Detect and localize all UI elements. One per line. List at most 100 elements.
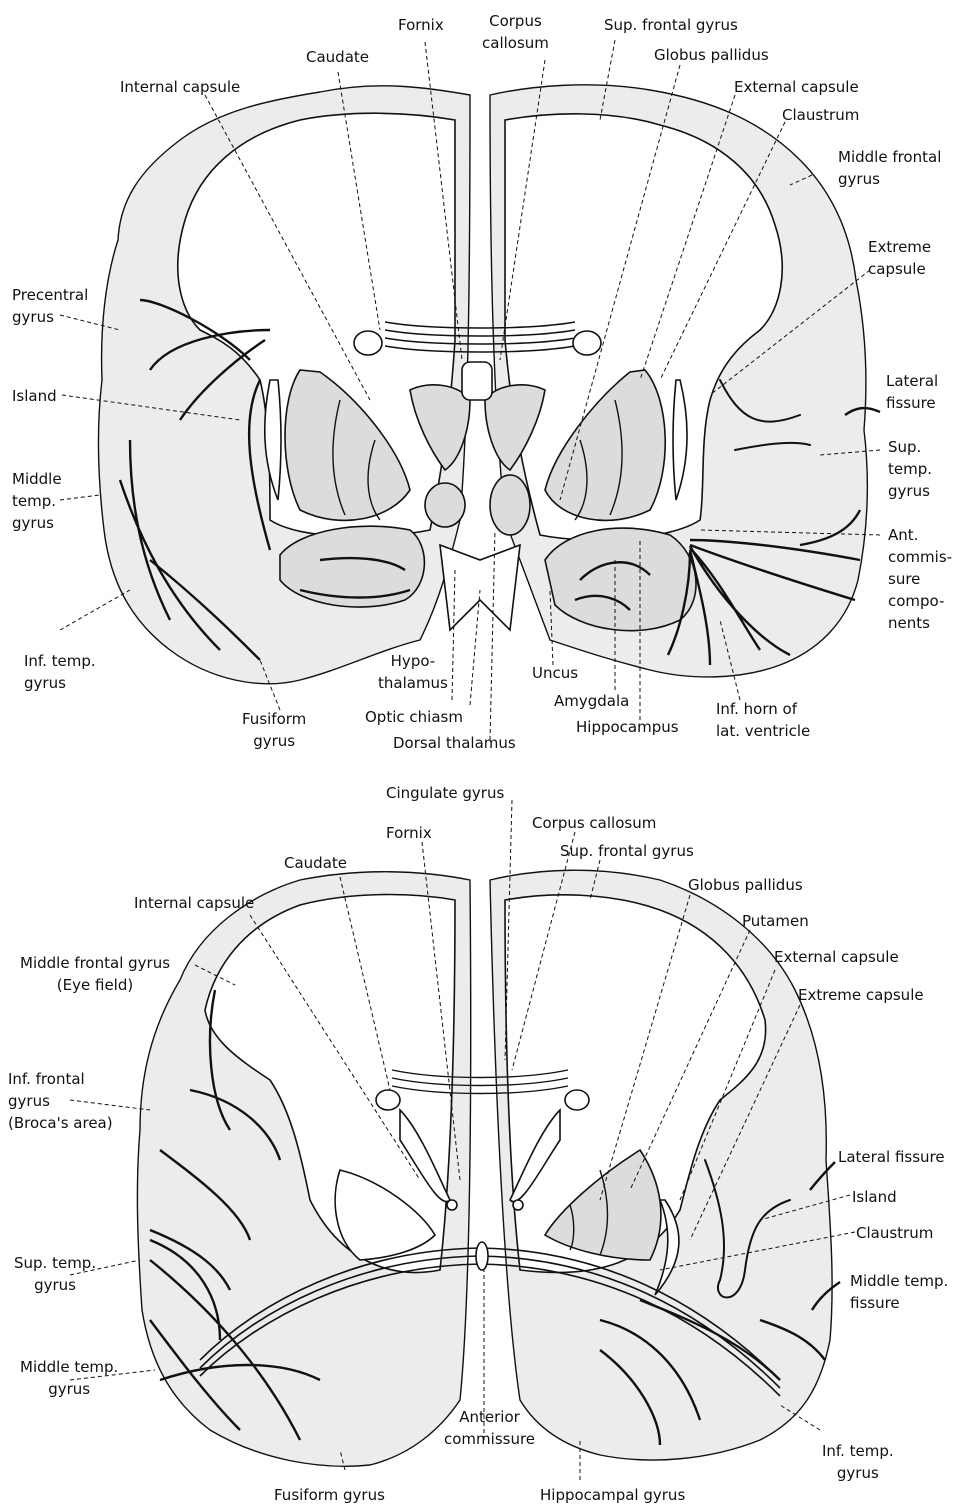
bottom-label-extreme-capsule: Extreme capsule [798,984,924,1006]
top-left-caudate [354,331,382,355]
bottom-label-middle-temp-gyrus: Middle temp. gyrus [20,1356,118,1400]
bottom-label-ac-line1: Anterior [444,1406,535,1428]
top-label-infhorn-line1: Inf. horn of [716,698,810,720]
top-right-thalamus [490,475,530,535]
top-label-inf-temp-gyrus: Inf. temp. gyrus [24,650,96,694]
bottom-label-inf-frontal-gyrus: Inf. frontal gyrus (Broca's area) [8,1068,113,1134]
bottom-label-hippocampal-gyrus: Hippocampal gyrus [540,1484,685,1506]
top-label-internal-capsule: Internal capsule [120,76,240,98]
bottom-label-sup-frontal-gyrus: Sup. frontal gyrus [560,840,694,862]
top-right-caudate [573,331,601,355]
top-label-caudate: Caudate [306,46,369,68]
top-label-suptemp-line1: Sup. [888,436,932,458]
top-label-midtemp-line2: temp. [12,490,62,512]
bottom-label-suptemp-line1: Sup. temp. [14,1252,96,1274]
top-label-extreme-line1: Extreme [868,236,931,258]
bottom-label-mfg-line1: Middle frontal gyrus [20,952,170,974]
top-hypothalamus [440,545,520,630]
top-label-island: Island [12,385,57,407]
bottom-label-ifg-line1: Inf. frontal [8,1068,113,1090]
top-label-hypo-line1: Hypo- [378,650,448,672]
top-label-antcom-line4: compo- [888,590,952,612]
top-label-dorsal-thalamus: Dorsal thalamus [393,732,516,754]
top-label-suptemp-line2: temp. [888,458,932,480]
top-label-antcom-line1: Ant. [888,524,952,546]
top-label-antcom-line2: commis- [888,546,952,568]
top-label-extreme-capsule: Extreme capsule [868,236,931,280]
top-left-temporal-lobe [280,526,424,607]
top-label-inftemp-line1: Inf. temp. [24,650,96,672]
top-label-lateral-fissure: Lateral fissure [886,370,938,414]
bottom-label-internal-capsule: Internal capsule [134,892,254,914]
top-label-midtemp-line3: gyrus [12,512,62,534]
top-label-external-capsule: External capsule [734,76,859,98]
bottom-label-mtf-line1: Middle temp. [850,1270,948,1292]
top-label-middle-frontal-gyrus: Middle frontal gyrus [838,146,941,190]
top-label-sup-frontal-gyrus: Sup. frontal gyrus [604,14,738,36]
bottom-label-middle-frontal-gyrus: Middle frontal gyrus (Eye field) [20,952,170,996]
top-label-midtemp-line1: Middle [12,468,62,490]
bottom-label-putamen: Putamen [742,910,809,932]
bottom-label-mtf-line2: fissure [850,1292,948,1314]
bottom-label-corpus-callosum: Corpus callosum [532,812,656,834]
bottom-label-claustrum: Claustrum [856,1222,933,1244]
top-label-sup-temp-gyrus: Sup. temp. gyrus [888,436,932,502]
bottom-label-mtg-line1: Middle temp. [20,1356,118,1378]
top-label-inf-horn: Inf. horn of lat. ventricle [716,698,810,742]
bottom-label-lateral-fissure: Lateral fissure [838,1146,945,1168]
top-label-precentral-line1: Precentral [12,284,88,306]
bottom-label-middle-temp-fissure: Middle temp. fissure [850,1270,948,1314]
bottom-label-ifg-line2: gyrus [8,1090,113,1112]
top-label-ant-commissure-components: Ant. commis- sure compo- nents [888,524,952,634]
top-label-extreme-line2: capsule [868,258,931,280]
top-label-inftemp-line2: gyrus [24,672,96,694]
top-label-corpus-callosum-line2: callosum [482,32,549,54]
bottom-label-external-capsule: External capsule [774,946,899,968]
top-label-precentral-gyrus: Precentral gyrus [12,284,88,328]
top-label-mfg-line1: Middle frontal [838,146,941,168]
bottom-label-itg-line2: gyrus [822,1462,894,1484]
bottom-label-suptemp-line2: gyrus [14,1274,96,1296]
top-label-middle-temp-gyrus: Middle temp. gyrus [12,468,62,534]
top-fornix-columns [462,362,492,400]
top-coronal-section [60,40,880,740]
top-label-fusiform-line2: gyrus [242,730,306,752]
bottom-label-mtg-line2: gyrus [20,1378,118,1400]
top-label-corpus-callosum-line1: Corpus [482,10,549,32]
top-label-fusiform-line1: Fusiform [242,708,306,730]
top-label-lateral-line2: fissure [886,392,938,414]
bottom-label-inf-temp-gyrus: Inf. temp. gyrus [822,1440,894,1484]
top-label-corpus-callosum: Corpus callosum [482,10,549,54]
bottom-label-anterior-commissure: Anterior commissure [444,1406,535,1450]
bottom-label-fornix: Fornix [386,822,432,844]
top-label-globus-pallidus: Globus pallidus [654,44,769,66]
top-label-hippocampus: Hippocampus [576,716,679,738]
top-label-hypothalamus: Hypo- thalamus [378,650,448,694]
top-label-fornix: Fornix [398,14,444,36]
top-label-infhorn-line2: lat. ventricle [716,720,810,742]
top-label-mfg-line2: gyrus [838,168,941,190]
top-label-uncus: Uncus [532,662,578,684]
bottom-label-ifg-line3: (Broca's area) [8,1112,113,1134]
top-label-optic-chiasm: Optic chiasm [365,706,463,728]
top-right-temporal-lobe [545,528,696,631]
bottom-label-fusiform-gyrus: Fusiform gyrus [274,1484,385,1506]
top-label-precentral-line2: gyrus [12,306,88,328]
top-label-amygdala: Amygdala [554,690,629,712]
top-label-suptemp-line3: gyrus [888,480,932,502]
top-label-antcom-line3: sure [888,568,952,590]
bottom-label-island: Island [852,1186,897,1208]
top-label-fusiform-gyrus: Fusiform gyrus [242,708,306,752]
bottom-label-ac-line2: commissure [444,1428,535,1450]
bottom-left-caudate [376,1090,400,1110]
top-label-antcom-line5: nents [888,612,952,634]
top-label-claustrum: Claustrum [782,104,859,126]
bottom-label-cingulate-gyrus: Cingulate gyrus [386,782,504,804]
bottom-label-sup-temp-gyrus: Sup. temp. gyrus [14,1252,96,1296]
bottom-label-globus-pallidus: Globus pallidus [688,874,803,896]
bottom-label-itg-line1: Inf. temp. [822,1440,894,1462]
top-label-hypo-line2: thalamus [378,672,448,694]
bottom-right-caudate [565,1090,589,1110]
bottom-label-mfg-line2: (Eye field) [20,974,170,996]
